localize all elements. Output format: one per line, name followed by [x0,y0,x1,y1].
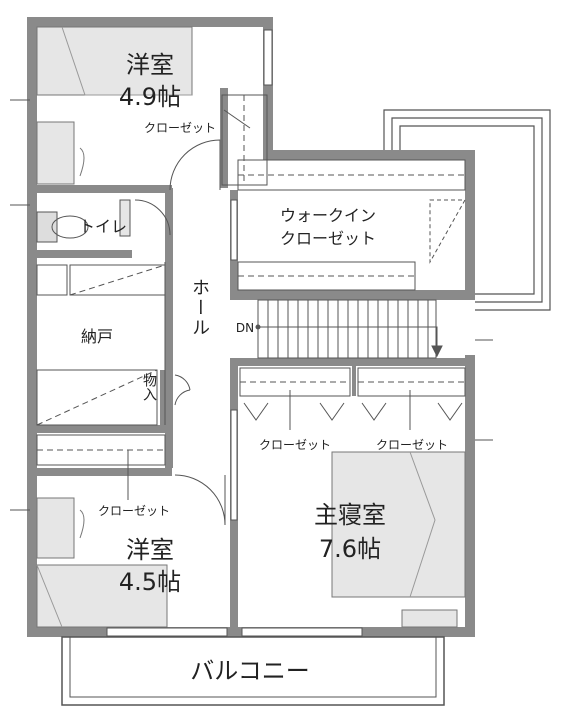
room2-name: 洋室 [126,536,174,564]
toilet-fixture [36,199,131,243]
bed-master [331,451,466,628]
small-closet-label: 物入 [141,373,157,401]
bed-room1 [36,26,193,96]
toilet-label: トイレ [78,217,127,236]
storage-room [36,262,166,426]
stairs [255,299,443,359]
closet-rods [36,94,466,500]
room1-name: 洋室 [126,51,174,79]
master-closet-left-label: クローゼット [258,438,331,452]
master-bedroom-size: 7.6帖 [318,535,382,563]
doors [134,139,466,526]
desk-room1 [36,121,85,185]
desk-room2 [36,497,85,559]
roof-outline [383,109,551,311]
room1-size: 4.9帖 [118,83,182,111]
room1-closet-label: クローゼット [143,121,216,135]
balcony-label: バルコニー [190,657,310,685]
master-bedroom-name: 主寝室 [314,501,386,529]
windows [10,29,493,637]
hall-label: ホール [189,278,210,338]
bed-room2 [36,564,168,628]
storage-label: 納戸 [80,327,113,346]
master-closet-right-label: クローゼット [375,438,448,452]
room2-closet-label: クローゼット [97,504,170,518]
room2-size: 4.5帖 [118,568,182,596]
walk-in-closet-line2: クローゼット [279,229,376,248]
stairs-direction: DN [235,321,255,335]
walk-in-closet-line1: ウォークイン [279,206,376,225]
